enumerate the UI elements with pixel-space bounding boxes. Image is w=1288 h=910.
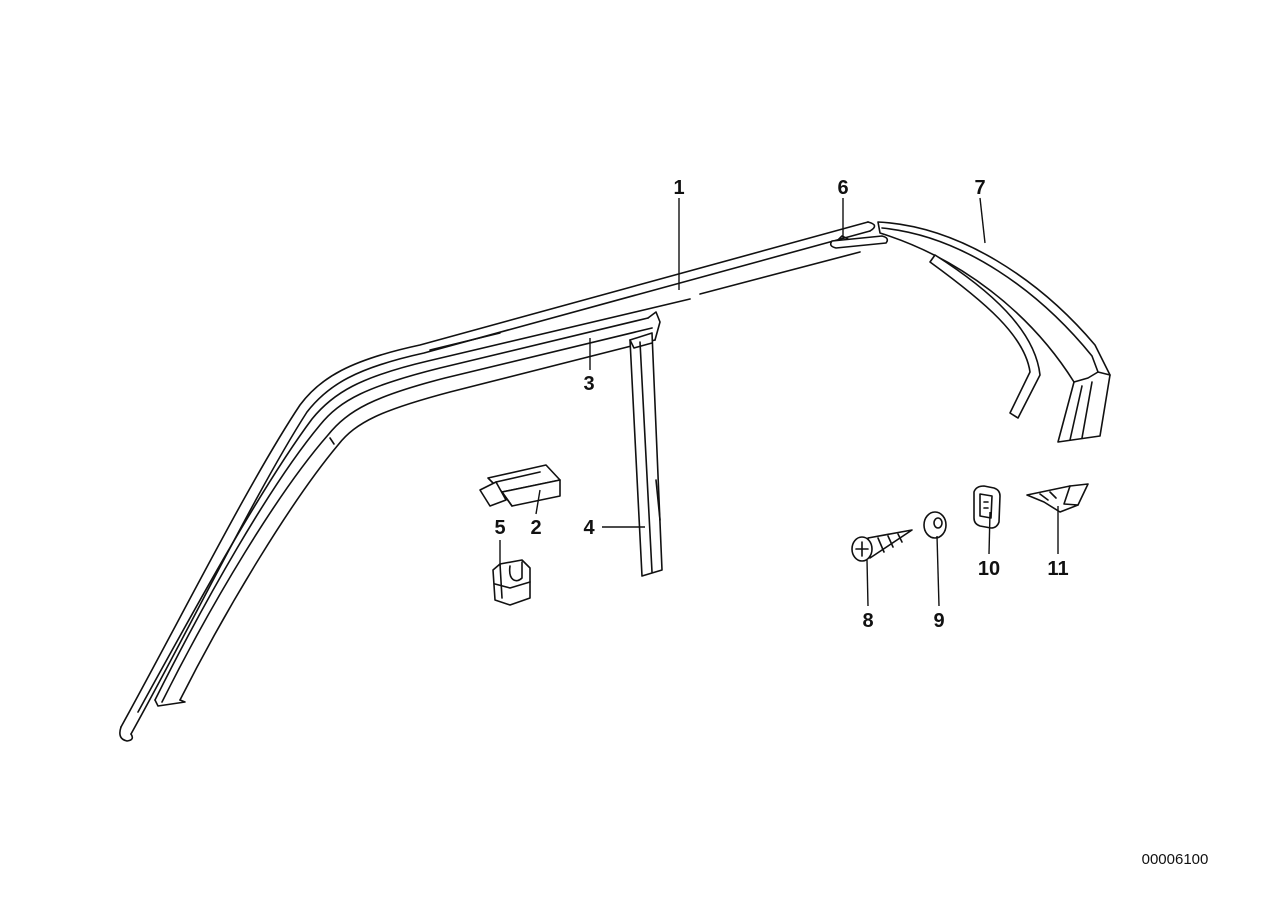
callout-5: 5 [494,517,505,539]
callout-8: 8 [862,610,873,632]
leader-line-7 [979,197,986,244]
callout-10: 10 [978,558,1000,580]
catalog-number: 00006100 [1142,851,1209,868]
part-6-end-piece [829,235,889,249]
leader-line-10 [988,511,991,555]
part-8-screw [851,529,913,562]
callout-11: 11 [1047,558,1068,580]
leader-line-9 [936,535,940,607]
part-3-inner-strip [154,311,661,707]
part-10-bracket [973,485,1001,529]
part-1-roof-molding [119,221,876,742]
callout-6: 6 [837,177,848,199]
leader-line-8 [866,559,869,607]
callout-4: 4 [583,517,595,539]
part-5-retaining-clip [492,559,531,606]
part-9-washer [923,511,947,539]
part-11-spring-clip [1026,483,1089,513]
part-4-vertical-strip [629,332,663,577]
callout-9: 9 [933,610,944,632]
callout-1: 1 [673,177,684,199]
leader-line-2 [535,489,541,515]
part-7-rear-molding [877,221,1111,443]
callouts: 1 2 3 4 5 6 7 8 9 10 11 [494,177,1068,632]
callout-7: 7 [974,177,985,199]
callout-2: 2 [530,517,541,539]
leader-lines [499,197,1059,607]
part-2-clip [479,464,561,507]
callout-3: 3 [583,373,594,395]
